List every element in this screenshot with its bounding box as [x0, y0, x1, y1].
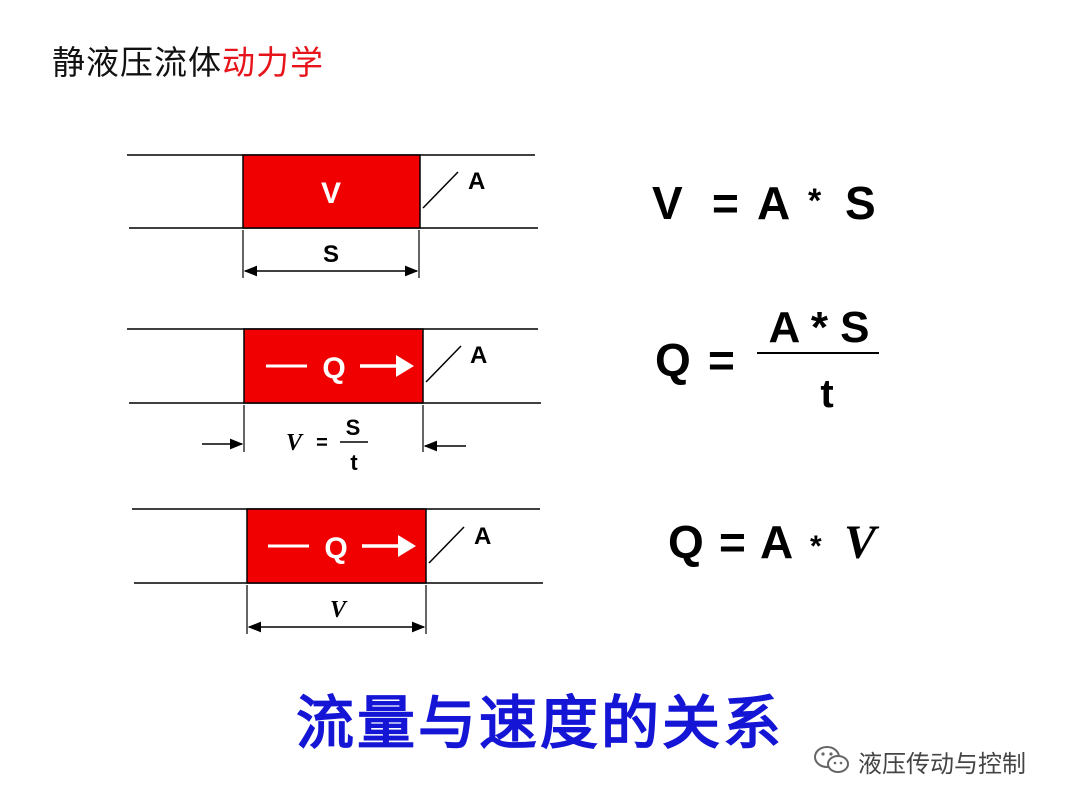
formula-b: S	[845, 177, 876, 229]
area-leader-line	[428, 526, 465, 564]
flow-label: Q	[324, 532, 347, 565]
caption: 流量与速度的关系	[295, 689, 784, 757]
formula-equals: =	[712, 177, 739, 229]
velocity-label: V	[330, 597, 348, 623]
formula-volume: V = A * S	[652, 177, 876, 229]
volume-label: V	[321, 177, 341, 210]
piston-block	[242, 154, 421, 229]
formula-times: *	[808, 182, 822, 220]
formula-flow-velocity: Q = A * V	[668, 516, 880, 569]
title-part2: 动力学	[222, 43, 324, 82]
page-title: 静液压流体动力学	[52, 36, 324, 84]
area-label: A	[468, 168, 485, 195]
formula-lhs: V	[652, 177, 683, 229]
formula-denominator: t	[820, 372, 833, 416]
area-label: A	[470, 342, 487, 369]
formula-times: *	[810, 530, 822, 563]
formula-lhs: Q	[655, 334, 691, 386]
title-part1: 静液压流体	[52, 43, 222, 82]
velocity-symbol: V	[286, 430, 304, 456]
formula-lhs: Q	[668, 516, 704, 568]
formula-v: V	[844, 516, 880, 569]
area-label: A	[474, 523, 491, 550]
formula-flow-time: Q = A * S t	[655, 303, 879, 416]
formula-a: A	[757, 177, 790, 229]
diagram-flow-velocity: Q A V	[132, 508, 543, 634]
stroke-label: S	[323, 241, 339, 268]
formula-equals: =	[719, 516, 746, 568]
flow-label: Q	[322, 352, 345, 385]
formula-a: A	[760, 516, 793, 568]
flow-arrow-head	[398, 535, 416, 557]
watermark-text: 液压传动与控制	[858, 750, 1026, 778]
area-leader-line	[422, 171, 459, 209]
diagram-volume: V A S	[127, 154, 538, 278]
velocity-numerator: S	[346, 415, 361, 440]
wechat-icon	[814, 746, 849, 773]
flow-arrow-head	[396, 355, 414, 377]
velocity-equals: =	[316, 432, 328, 454]
formula-numerator: A * S	[768, 303, 869, 352]
diagram-flow-time: Q A V = S t	[127, 328, 541, 475]
area-leader-line	[425, 345, 462, 383]
velocity-denominator: t	[350, 450, 358, 475]
formula-equals: =	[708, 334, 735, 386]
